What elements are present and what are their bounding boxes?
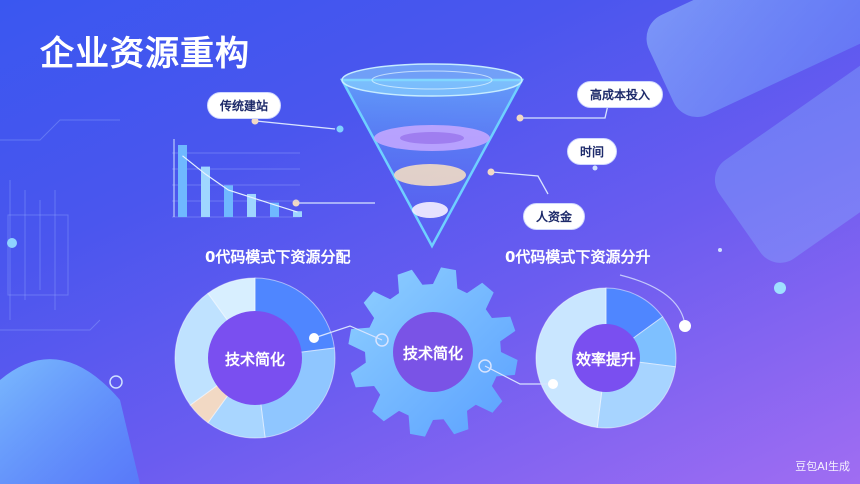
bar-0 bbox=[178, 145, 187, 217]
label-time: 时间 bbox=[567, 138, 618, 165]
trend-line bbox=[182, 155, 298, 213]
label-high-cost: 高成本投入 bbox=[577, 81, 664, 108]
gear-hub bbox=[393, 312, 473, 392]
gear-center-label: 技术简化 bbox=[402, 344, 464, 363]
decor-card-top bbox=[646, 0, 860, 118]
decor-blob-left bbox=[0, 359, 140, 484]
funnel-layer-3 bbox=[412, 202, 448, 218]
decor-card-mid bbox=[714, 57, 860, 263]
left-donut-center-label: 技术简化 bbox=[224, 350, 286, 369]
decor-dot-right bbox=[774, 282, 786, 294]
decor-dot-left bbox=[7, 238, 17, 248]
right-donut bbox=[535, 287, 677, 429]
page-title: 企业资源重构 bbox=[40, 34, 250, 74]
left-donut bbox=[174, 277, 336, 439]
left-donut-hole bbox=[208, 311, 302, 405]
bar-1 bbox=[201, 166, 210, 217]
right-donut-hole bbox=[572, 324, 640, 392]
label-human-capital: 人资金 bbox=[523, 203, 586, 230]
decor-circuit-lines bbox=[0, 119, 120, 331]
section-title-left: 0代码模式下资源分配 bbox=[205, 248, 351, 266]
bar-3 bbox=[247, 193, 256, 217]
right-donut-center-label: 效率提升 bbox=[575, 350, 637, 369]
bar-5 bbox=[293, 211, 302, 217]
bar-4 bbox=[270, 202, 279, 217]
label-traditional-site: 传统建站 bbox=[207, 92, 282, 119]
bar-2 bbox=[224, 185, 233, 217]
funnel-layer-2 bbox=[394, 164, 466, 186]
funnel-rim bbox=[341, 63, 523, 97]
section-title-right: 0代码模式下资源分升 bbox=[505, 248, 651, 266]
watermark: 豆包AI生成 bbox=[795, 460, 850, 473]
